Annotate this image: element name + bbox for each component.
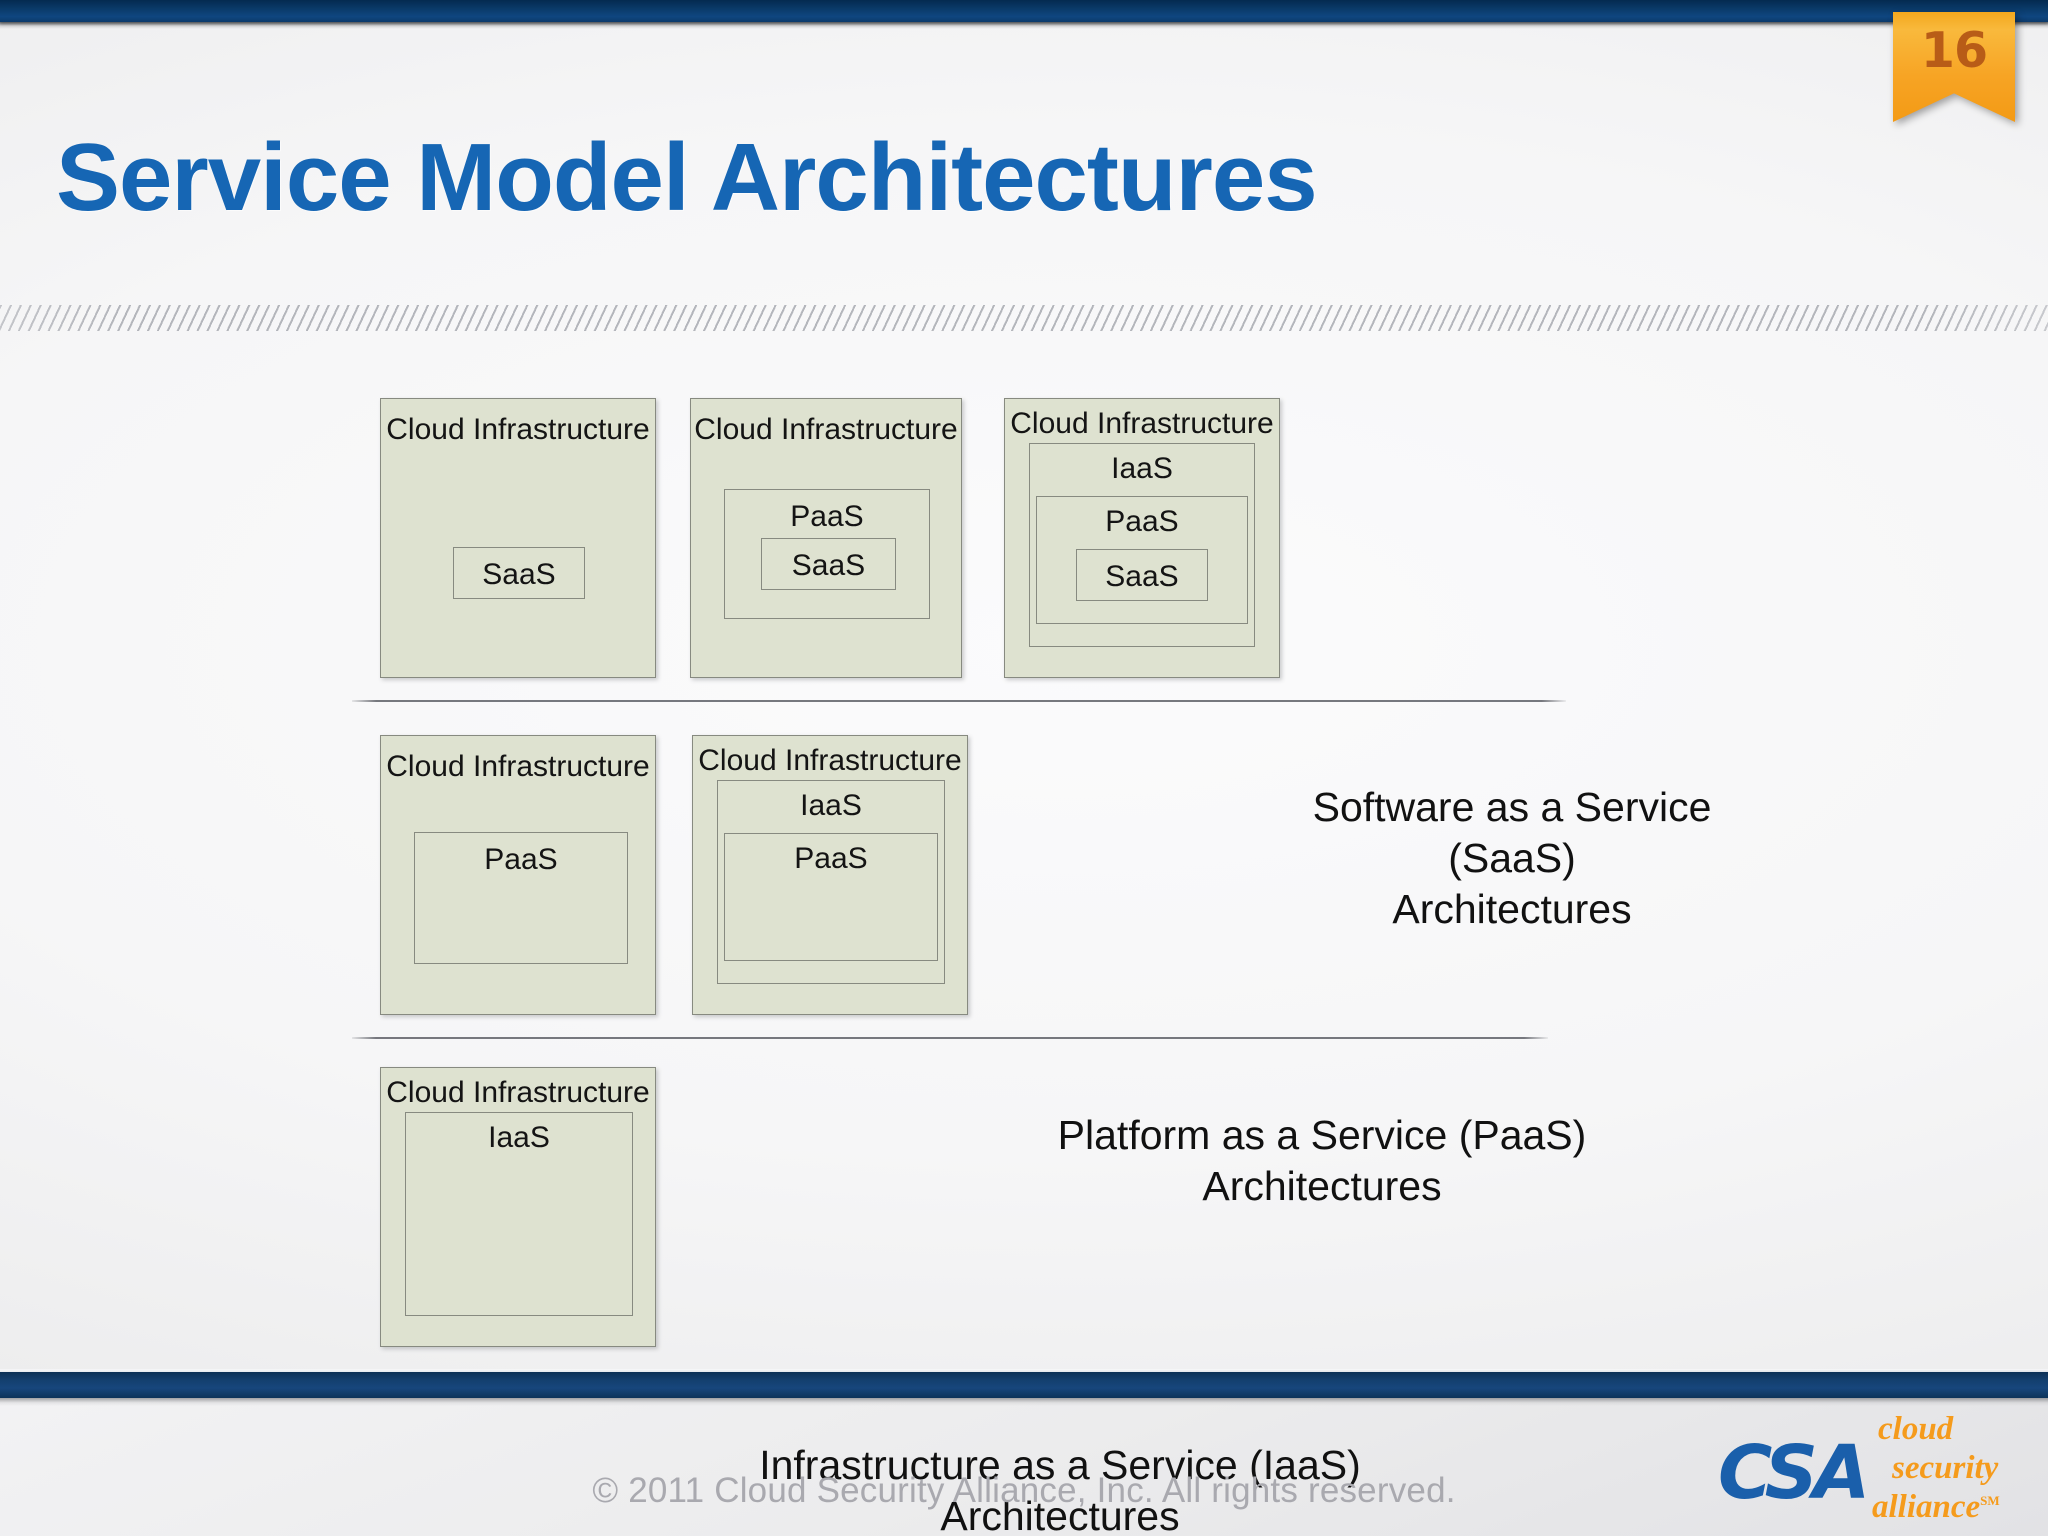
arch-box-label: PaaS bbox=[790, 500, 864, 533]
arch-box-label: PaaS bbox=[794, 842, 868, 875]
arch-box-label: PaaS bbox=[484, 843, 558, 876]
arch-nested-box: PaaS bbox=[414, 832, 628, 964]
arch-box-label: IaaS bbox=[488, 1121, 550, 1154]
arch-box-label: Cloud Infrastructure bbox=[386, 1076, 650, 1109]
arch-nested-box: PaaS bbox=[724, 833, 938, 961]
arch-nested-box: SaaS bbox=[1076, 549, 1208, 601]
row-caption-saas: Software as a Service (SaaS) Architectur… bbox=[1312, 784, 1712, 932]
slide-top-bar-shadow bbox=[0, 22, 2048, 29]
arch-box-label: SaaS bbox=[1105, 560, 1179, 593]
hatched-divider bbox=[0, 305, 2048, 331]
arch-outer-box: Cloud Infrastructure IaaS PaaS bbox=[692, 735, 968, 1015]
arch-outer-box: Cloud Infrastructure SaaS bbox=[380, 398, 656, 678]
arch-outer-box: Cloud Infrastructure PaaS bbox=[380, 735, 656, 1015]
csa-logo: CSA cloud security allianceSM bbox=[1718, 1406, 2028, 1525]
arch-nested-box: IaaS PaaS SaaS bbox=[1029, 443, 1255, 647]
csa-tagline-alliance-text: alliance bbox=[1872, 1488, 1981, 1525]
csa-servicemark: SM bbox=[1980, 1492, 2000, 1508]
arch-box-label: Cloud Infrastructure bbox=[386, 413, 650, 446]
row-caption-iaas: Infrastructure as a Service (IaaS) Archi… bbox=[759, 1442, 1361, 1536]
csa-wordmark: CSA bbox=[1718, 1430, 1870, 1516]
arch-box-label: PaaS bbox=[1105, 505, 1179, 538]
arch-box-label: Cloud Infrastructure bbox=[386, 750, 650, 783]
csa-tagline-alliance: allianceSM bbox=[1866, 1488, 2036, 1527]
csa-tagline-cloud: cloud bbox=[1878, 1411, 1954, 1447]
arch-nested-box: PaaS SaaS bbox=[1036, 496, 1248, 624]
slide-bottom-bar bbox=[0, 1372, 2048, 1398]
arch-box-label: Cloud Infrastructure bbox=[1010, 407, 1274, 440]
row-separator bbox=[352, 1037, 1548, 1039]
copyright-text: © 2011 Cloud Security Alliance, Inc. All… bbox=[592, 1471, 1456, 1510]
arch-nested-box: PaaS SaaS bbox=[724, 489, 930, 619]
slide-content-panel bbox=[0, 22, 2048, 1370]
slide-bottom-bar-shadow bbox=[0, 1398, 2048, 1406]
arch-outer-box: Cloud Infrastructure IaaS PaaS SaaS bbox=[1004, 398, 1280, 678]
csa-tagline: cloud security allianceSM bbox=[1866, 1410, 2036, 1527]
arch-box-label: SaaS bbox=[791, 549, 866, 582]
arch-nested-box: SaaS bbox=[453, 547, 585, 599]
arch-box-label: SaaS bbox=[482, 558, 556, 591]
page-number-ribbon: 16 bbox=[1893, 12, 2015, 122]
arch-nested-box: SaaS bbox=[761, 538, 896, 590]
arch-box-label: IaaS bbox=[1111, 452, 1173, 485]
architecture-diagram: Cloud Infrastructure SaaS Cloud Infrastr… bbox=[0, 340, 2048, 1536]
page-title: Service Model Architectures bbox=[56, 124, 1318, 231]
slide-bottom-bar-highlight bbox=[0, 1369, 2048, 1373]
slide-top-bar bbox=[0, 0, 2048, 22]
arch-nested-box: IaaS bbox=[405, 1112, 633, 1316]
csa-tagline-security: security bbox=[1892, 1449, 1999, 1486]
arch-outer-box: Cloud Infrastructure PaaS SaaS bbox=[690, 398, 962, 678]
hatched-divider-fade bbox=[0, 305, 2048, 331]
row-separator bbox=[352, 700, 1566, 702]
arch-box-label: Cloud Infrastructure bbox=[698, 744, 962, 777]
arch-nested-box: IaaS PaaS bbox=[717, 780, 945, 984]
arch-box-label: IaaS bbox=[800, 789, 862, 822]
arch-outer-box: Cloud Infrastructure IaaS bbox=[380, 1067, 656, 1347]
row-caption-paas: Platform as a Service (PaaS) Architectur… bbox=[1057, 1112, 1587, 1209]
arch-box-label: Cloud Infrastructure bbox=[694, 413, 958, 446]
page-number-label: 16 bbox=[1920, 22, 1988, 79]
